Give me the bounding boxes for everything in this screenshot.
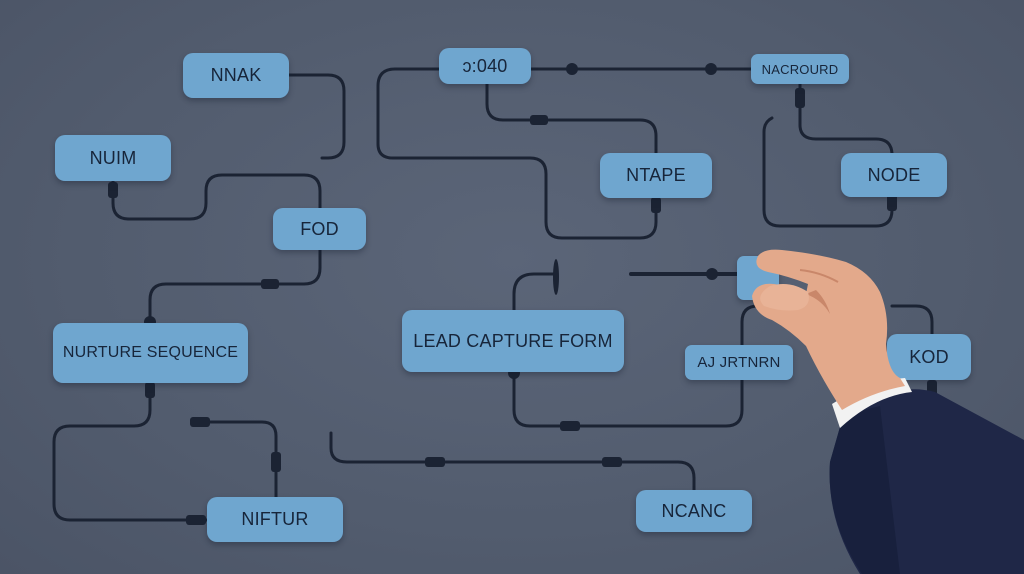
connector-nacrourd-node (798, 82, 894, 157)
connector-lead-bottom (512, 304, 774, 428)
connector-plug (795, 88, 805, 108)
connector-nurture-niftur (52, 382, 210, 522)
node-ncanc[interactable]: NCANC (636, 490, 752, 532)
connector-pin (553, 259, 559, 295)
node-label: AJ JRTNRN (697, 354, 781, 371)
node-nurture-sequence[interactable]: NURTURE SEQUENCE (53, 323, 248, 383)
node-label: KOD (909, 346, 949, 367)
connector-plug (145, 382, 155, 398)
node-niftur[interactable]: NIFTUR (207, 497, 343, 542)
node-label: NNAK (210, 65, 262, 85)
connector-plug (190, 417, 210, 427)
finger-crease (799, 269, 839, 283)
node-fod[interactable]: FOD (273, 208, 366, 250)
connector-plug (425, 457, 445, 467)
node-ajrtnrn[interactable]: AJ JRTNRN (685, 345, 793, 380)
connector-plug (261, 279, 279, 289)
connector-plug (602, 457, 622, 467)
node-kod[interactable]: KOD (887, 334, 971, 380)
node-label: NUIM (89, 147, 137, 168)
shirt-cuff (832, 378, 912, 428)
connector-dot (566, 63, 578, 75)
connector-bottom-ncanc (329, 431, 696, 492)
node-ntape[interactable]: NTAPE (600, 153, 712, 198)
connector-niftur-up (192, 420, 278, 499)
connector-kod-loop (890, 304, 934, 337)
node-lead-capture-form[interactable]: LEAD CAPTURE FORM (402, 310, 624, 372)
connector-time-ntape (485, 82, 658, 155)
node-label: NACROURD (761, 61, 839, 77)
sleeve-shade (829, 406, 900, 574)
node-label: NURTURE SEQUENCE (62, 344, 239, 361)
hand-shadow (806, 290, 830, 314)
node-nuim[interactable]: NUIM (55, 135, 171, 181)
connector-nuim-fod (111, 173, 322, 221)
connector-plug (108, 182, 118, 198)
connector-dot (706, 268, 718, 280)
connector-plug (887, 193, 897, 211)
node-time[interactable]: ɔ:040 (439, 48, 531, 84)
node-label: NCANC (661, 500, 727, 521)
node-label: NODE (867, 164, 921, 185)
connector-plug (530, 115, 548, 125)
connector-node-loop (762, 116, 894, 228)
node-label: LEAD CAPTURE FORM (413, 330, 613, 351)
connector-plug (651, 197, 661, 213)
node-label: NIFTUR (241, 509, 309, 529)
node-nnak[interactable]: NNAK (183, 53, 289, 98)
node-label: ɔ:040 (462, 55, 508, 76)
connector-nnak-right (287, 73, 346, 160)
thumb (760, 284, 809, 311)
node-label: NTAPE (626, 165, 686, 185)
hand (752, 249, 905, 410)
node-node[interactable]: NODE (841, 153, 947, 197)
connector-plug (560, 421, 580, 431)
connector-dot (705, 63, 717, 75)
connector-time-left (376, 67, 658, 240)
node-nacrourd[interactable]: NACROURD (751, 54, 849, 84)
connector-lead-top (512, 272, 558, 312)
connector-plug (186, 515, 206, 525)
connector-fod-nurture (148, 248, 322, 325)
connector-plug (271, 452, 281, 472)
node-label: FOD (300, 218, 339, 239)
